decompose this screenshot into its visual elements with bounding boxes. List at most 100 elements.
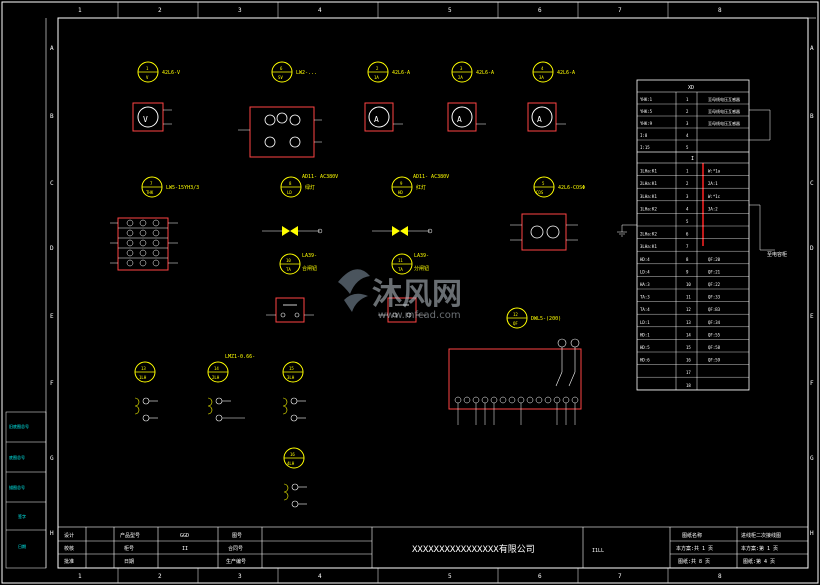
device-number: 13 [141, 366, 146, 371]
device-number: 1 [146, 66, 149, 71]
terminal-row: 18 [637, 383, 749, 390]
strip-label: 描图总号 [9, 484, 25, 490]
terminal-left-label: HD:4 [640, 257, 650, 262]
tb-cell: 图纸名称 [682, 532, 702, 539]
device-number: 5 [542, 181, 545, 186]
terminal-number: 2 [686, 109, 689, 114]
device-number: 9 [400, 181, 403, 186]
tb-cell: 日期 [124, 559, 134, 565]
ammeter-2: A [447, 102, 486, 132]
tb-cell: 合同号 [228, 545, 243, 552]
watermark: 沐风网 www.mfcad.com [338, 269, 462, 321]
col-marker: 5 [448, 7, 452, 14]
power-factor-meter [510, 213, 578, 251]
device-code: THK [146, 190, 154, 195]
device-number: 14 [214, 366, 219, 371]
terminal-left-label: LD:1 [640, 320, 650, 325]
col-marker: 4 [318, 573, 322, 580]
terminal-row: 17 [637, 370, 749, 378]
meter-glyph: A [457, 115, 462, 124]
row-marker: B [810, 113, 814, 120]
device-code: COS [536, 190, 544, 195]
red-lamp-tag: 9 HD AD11- AC380V 红灯 [391, 174, 449, 198]
watermark-logo-icon [338, 269, 370, 312]
transfer-switch [110, 217, 178, 271]
green-lamp [262, 226, 323, 236]
title-block [57, 526, 809, 569]
terminal-left-label: TA:3 [640, 295, 650, 300]
ct-4-tag: 16 4LH [283, 447, 305, 469]
terminal-left-label: HD:6 [640, 358, 650, 363]
current-transformer-2 [207, 397, 245, 422]
row-markers-right: A B C D E F G H [810, 45, 814, 537]
device-note: 绿灯 [305, 184, 315, 191]
switch-tag: 6 SV LW2-... [271, 61, 317, 83]
tb-cell: 柜号 [124, 545, 134, 552]
device-code: 1LH [139, 375, 147, 380]
strip-label: 旧底图总号 [9, 423, 29, 429]
row-marker: C [50, 180, 54, 187]
terminal-right-label: QF:33 [708, 295, 721, 300]
terminal-number: 4 [686, 133, 689, 138]
red-lamp [372, 226, 433, 236]
strip-label: 签字 [18, 513, 26, 519]
current-transformer-4 [283, 483, 307, 508]
current-transformer-1 [134, 397, 158, 422]
company-name: XXXXXXXXXXXXXXXX有限公司 [412, 543, 535, 555]
device-code: 3A [539, 75, 544, 80]
terminal-section-label: I [691, 156, 694, 162]
device-code: HD [398, 190, 403, 195]
row-marker: A [50, 45, 54, 52]
meter-glyph: A [537, 115, 542, 124]
col-marker: 7 [618, 573, 622, 580]
col-marker: 3 [238, 7, 242, 14]
terminal-left-label: I:8 [640, 133, 648, 138]
terminal-left-label: 2LHa:K1 [640, 181, 657, 186]
tb-cell: II [182, 546, 188, 552]
ammeter-2-tag: 3 2A 42L6-A [451, 61, 494, 83]
terminal-left-label: YHK:9 [640, 121, 653, 126]
terminal-number: 16 [686, 358, 691, 363]
col-marker: 7 [618, 7, 622, 14]
terminal-number: 5 [686, 145, 689, 150]
device-number: 6 [280, 66, 283, 71]
tb-cell: 批准 [64, 558, 74, 565]
meter-glyph: V [143, 115, 148, 124]
device-note: 分闸钮 [414, 265, 429, 272]
ammeter-1-tag: 2 1A 42L6-A [367, 61, 410, 83]
terminal-right-label: QF:20 [708, 257, 721, 262]
device-model: 42L6-A [476, 70, 494, 76]
terminal-left-label: HA:3 [640, 282, 650, 287]
terminal-number: 6 [686, 232, 689, 237]
row-marker: H [810, 530, 814, 537]
device-model: 42L6-A [392, 70, 410, 76]
column-markers-top: 1 2 3 4 5 6 7 8 [78, 7, 722, 14]
col-marker: 2 [158, 7, 162, 14]
device-model: LW2-... [296, 70, 317, 76]
device-model: AD11- AC380V [302, 174, 338, 180]
device-code: SV [278, 75, 283, 80]
terminal-row: I:8 4 [637, 133, 749, 141]
col-marker: 4 [318, 7, 322, 14]
device-code: 3LH [287, 375, 295, 380]
open-pushbutton [378, 297, 426, 323]
terminal-left-label: I:15 [640, 145, 650, 150]
tb-cell: 本方案:共 1 页 [676, 545, 713, 552]
row-markers-left: A B C D E F G H [50, 45, 54, 537]
terminal-number: 17 [686, 370, 691, 375]
terminal-number: 13 [686, 320, 691, 325]
col-marker: 8 [718, 573, 722, 580]
device-number: 12 [513, 312, 518, 317]
title-block-right: 图纸名称 进线柜二次接线图 本方案:共 1 页 本方案:第 1 页 图纸:共 8… [676, 532, 781, 565]
device-code: 2A [458, 75, 463, 80]
row-marker: D [50, 245, 54, 252]
